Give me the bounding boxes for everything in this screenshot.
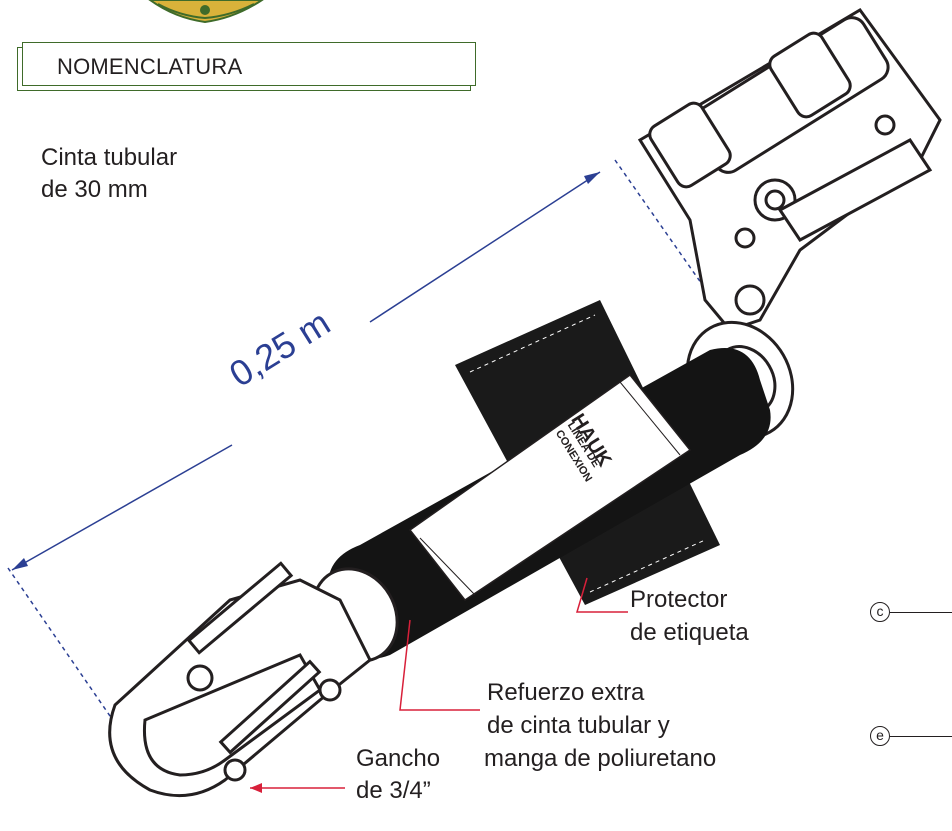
webbing-label-line2: de 30 mm	[41, 176, 148, 203]
logo-emblem	[148, 0, 264, 24]
marker-e: e	[870, 726, 890, 746]
marker-e-line	[890, 736, 952, 737]
reinforcement-label-line2: de cinta tubular y	[487, 712, 670, 739]
hook-label-line2: de 3/4”	[356, 777, 431, 804]
marker-c-line	[890, 612, 952, 613]
top-connector	[637, 8, 942, 332]
product-tag	[408, 373, 692, 602]
hook-label-line1: Gancho	[356, 745, 441, 772]
reinforcement-label-line1: Refuerzo extra	[487, 679, 645, 706]
marker-c: c	[870, 602, 890, 622]
webbing-label-line1: Cinta tubular	[41, 144, 178, 171]
section-title-box	[22, 42, 476, 86]
protector-label-line1: Protector	[630, 586, 728, 613]
leader-lines	[250, 577, 628, 793]
protector-label-line2: de etiqueta	[630, 619, 749, 646]
reinforcement-label-line3: manga de poliuretano	[484, 745, 717, 772]
snap-hook	[108, 561, 399, 798]
section-title: NOMENCLATURA	[57, 54, 243, 79]
